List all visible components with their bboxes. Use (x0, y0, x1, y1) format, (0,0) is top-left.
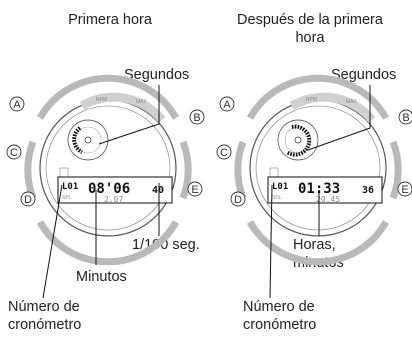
right-title: Después de la primera hora (237, 12, 383, 47)
left-seconds-label: Segundos (124, 67, 190, 83)
right-seconds-label: Segundos (331, 67, 397, 83)
left-lcd-sub: 2.07 (104, 195, 123, 204)
svg-text:E: E (191, 184, 198, 196)
left-number-label: Número de cronómetro (8, 299, 82, 334)
left-seconds-leader (98, 85, 160, 145)
right-button-b[interactable]: B (398, 109, 412, 125)
left-lcd-lap: L01 (62, 182, 78, 192)
right-bezel-top (246, 74, 390, 120)
right-button-e[interactable]: E (397, 181, 412, 197)
right-number-label: Número de cronómetro (243, 299, 317, 334)
left-lcd (57, 176, 173, 204)
right-lcd-small: 36 (362, 185, 374, 196)
left-button-c[interactable]: C (6, 144, 22, 160)
right-button-a[interactable]: A (219, 96, 235, 112)
left-bezel-bottom (36, 220, 180, 266)
right-gauge-arc (289, 92, 376, 123)
right-lcd (267, 176, 383, 204)
svg-text:C: C (10, 147, 18, 159)
right-bezel-right (389, 140, 402, 200)
right-button-d[interactable]: D (230, 191, 246, 207)
left-button-d[interactable]: D (20, 191, 36, 207)
right-bezel-bottom (246, 220, 390, 266)
left-number-leader (42, 184, 63, 299)
left-rpm-text: RPM (96, 97, 107, 103)
svg-text:C: C (220, 147, 228, 159)
right-seconds-leader (307, 85, 371, 151)
left-bezel-top (36, 74, 180, 120)
right-lcd-lap: L01 (272, 182, 288, 192)
left-bezel-left (24, 140, 37, 200)
left-title: Primera hora (68, 12, 152, 28)
left-button-a[interactable]: A (9, 96, 25, 112)
right-number-leader (269, 184, 273, 299)
svg-text:E: E (401, 184, 408, 196)
left-face-inner-ring (45, 105, 171, 231)
svg-text:B: B (402, 112, 409, 124)
left-minutes-label: Minutos (76, 269, 127, 285)
left-button-e[interactable]: E (187, 181, 203, 197)
right-lcd-main: 01:33 (298, 181, 340, 197)
right-rpm-text: RPM (306, 97, 317, 103)
svg-text:D: D (234, 194, 242, 206)
left-seconds-segments (72, 126, 84, 154)
svg-text:A: A (13, 99, 21, 111)
right-seconds-segments (285, 124, 312, 157)
left-bezel-right (179, 140, 192, 200)
svg-text:B: B (193, 112, 200, 124)
left-button-b[interactable]: B (189, 109, 205, 125)
left-max-text: MAX (136, 99, 148, 105)
svg-text:D: D (24, 194, 32, 206)
right-watch: RPM MAX L01 SPL 01:33 36 20.45 A B C D (216, 74, 412, 299)
left-watch: RPM MAX L01 SPL 08'06 40 2.07 A B C D (6, 74, 205, 299)
right-max-text: MAX (346, 99, 358, 105)
left-gauge-arc (79, 92, 166, 123)
right-bezel-left (234, 140, 247, 200)
right-button-c[interactable]: C (216, 144, 232, 160)
left-lcd-spl: SPL (62, 195, 72, 201)
left-lcd-small: 40 (152, 185, 164, 196)
right-lcd-sub: 20.45 (316, 195, 340, 204)
left-lcd-main: 08'06 (88, 181, 130, 197)
svg-text:A: A (223, 99, 231, 111)
right-lcd-spl: SPL (272, 195, 282, 201)
